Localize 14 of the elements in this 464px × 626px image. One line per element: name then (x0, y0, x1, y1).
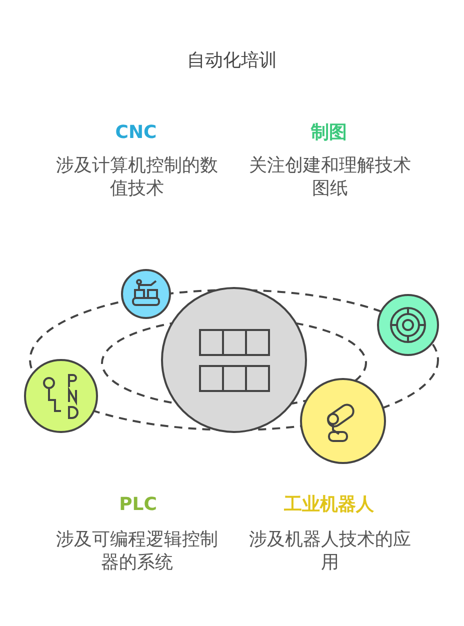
topic-circle (377, 294, 439, 356)
heading: PLC (118, 493, 158, 516)
topic-circle (24, 359, 98, 433)
heading: 工业机器人 (283, 493, 375, 516)
heading: 制图 (310, 121, 348, 144)
heading: CNC (114, 121, 158, 144)
description: 关注创建和理解技术图纸 (248, 154, 412, 200)
topic-circle (121, 269, 171, 319)
hub-circle (161, 287, 307, 433)
description: 涉及可编程逻辑控制器的系统 (55, 528, 219, 574)
topic-circle (300, 378, 386, 464)
description: 涉及计算机控制的数值技术 (55, 154, 219, 200)
description: 涉及机器人技术的应用 (248, 528, 412, 574)
title: 自动化培训 (186, 49, 278, 72)
